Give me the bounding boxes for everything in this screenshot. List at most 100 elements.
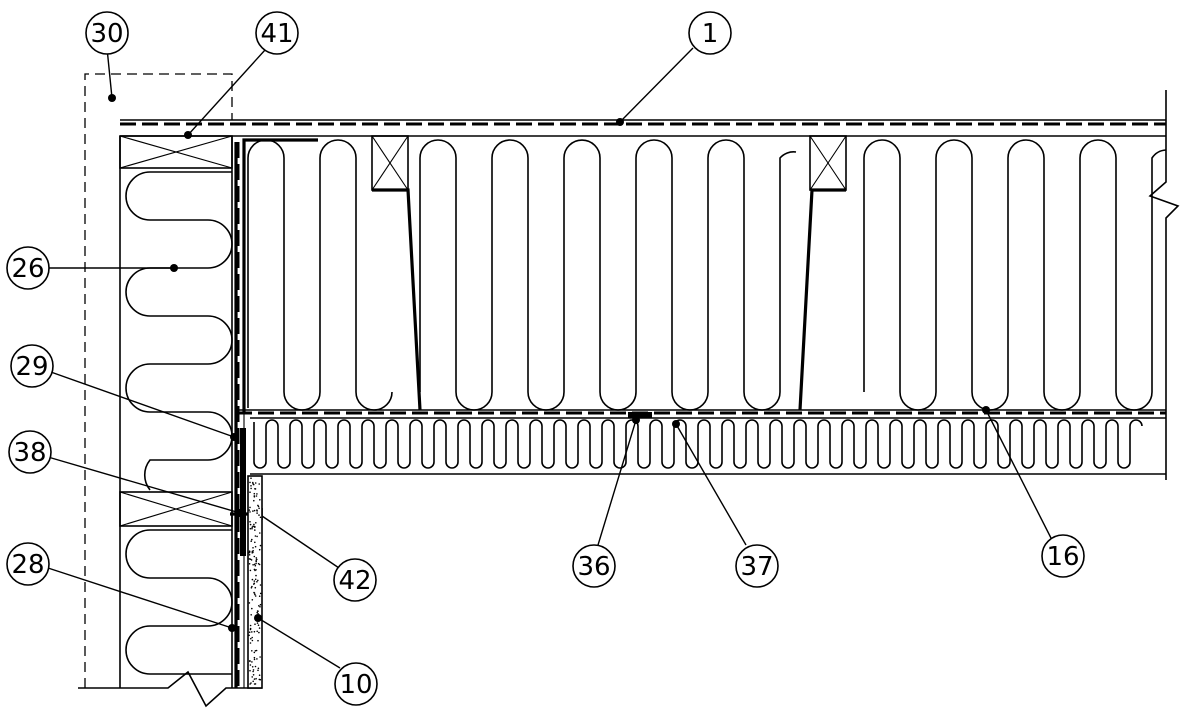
speckle-dot [248, 602, 251, 604]
speckle-dot [258, 674, 261, 676]
speckle-dot [251, 666, 254, 668]
speckle-dot [253, 555, 256, 558]
speckle-dot [259, 544, 262, 547]
speckle-dot [252, 483, 255, 486]
speckle-dot [251, 650, 253, 652]
speckle-dot [250, 637, 252, 640]
speckle-dot [251, 552, 253, 554]
speckle-dot [258, 631, 260, 634]
speckle-dot [250, 540, 252, 542]
speckle-dot [255, 557, 258, 559]
speckle-dot [255, 562, 257, 565]
svg-text:38: 38 [13, 438, 46, 468]
speckle-dot [252, 680, 254, 683]
speckle-dot [253, 499, 255, 502]
speckle-dot [259, 603, 262, 606]
speckle-dot [258, 605, 260, 607]
speckle-dot [256, 630, 259, 633]
speckle-dot [253, 563, 256, 566]
wall-batt-insulation [125, 171, 233, 491]
speckle-dot [257, 579, 259, 582]
speckle-dot [259, 516, 262, 519]
speckle-dot [253, 583, 255, 585]
callout-37: 37 [735, 544, 779, 588]
svg-text:41: 41 [260, 19, 293, 49]
speckle-dot [253, 656, 256, 659]
speckle-dot [258, 483, 261, 485]
flashing [242, 138, 318, 412]
speckle-dot [253, 526, 256, 528]
speckle-dot [249, 511, 251, 513]
speckle-dot [252, 670, 254, 673]
speckle-dot [258, 548, 261, 551]
svg-text:28: 28 [11, 550, 44, 580]
speckle-dot [254, 595, 257, 597]
speckle-dot [255, 574, 257, 577]
callout-42: 42 [333, 558, 377, 602]
speckle-dot [249, 558, 252, 560]
speckle-dot [249, 664, 252, 666]
speckle-dot [253, 651, 256, 654]
speckle-dot [259, 606, 261, 608]
wall-blocking [119, 491, 233, 527]
callouts: 1 30 41 26 29 38 28 42 [6, 11, 1085, 706]
svg-text:26: 26 [11, 254, 44, 284]
speckle-dot [249, 660, 251, 663]
speckle-dot [252, 564, 254, 566]
speckle-dot [256, 535, 258, 538]
speckle-dot [250, 487, 252, 490]
speckle-dot [259, 532, 261, 534]
sealant-strip [240, 428, 246, 556]
speckle-dot [253, 492, 256, 495]
speckle-dot [255, 522, 257, 524]
speckle-dot [257, 639, 259, 642]
callout-10: 10 [334, 662, 378, 706]
speckle-dot [258, 627, 261, 629]
speckle-dot [251, 631, 253, 633]
speckle-dot [248, 631, 251, 633]
speckle-dot [249, 523, 252, 526]
speckle-dot [251, 585, 253, 588]
speckle-dot [248, 634, 250, 637]
speckle-dot [251, 607, 253, 610]
roof-break-line [1148, 90, 1180, 480]
speckle-dot [252, 481, 254, 484]
svg-text:10: 10 [339, 670, 372, 700]
speckle-dot [259, 499, 261, 501]
speckle-dot [251, 578, 254, 581]
speckle-dot [254, 586, 257, 589]
svg-text:30: 30 [90, 19, 123, 49]
callout-1: 1 [688, 11, 732, 55]
speckle-dot [256, 658, 258, 660]
svg-text:36: 36 [577, 552, 610, 582]
speckle-dot [257, 505, 260, 508]
speckle-dot [249, 627, 252, 630]
speckle-dot [251, 538, 253, 541]
speckle-dot [249, 569, 252, 572]
callout-29: 29 [10, 344, 54, 388]
speckle-dot [251, 661, 253, 663]
speckle-dot [249, 521, 251, 523]
speckle-dot [251, 527, 253, 530]
speckle-dot [259, 584, 262, 586]
speckle-dot [255, 649, 258, 652]
dashed-outline-30 [84, 73, 233, 688]
speckle-dot [249, 624, 252, 627]
speckle-dot [250, 485, 252, 487]
gypsum-board-texture [248, 477, 262, 685]
speckle-dot [249, 481, 251, 484]
callout-30: 30 [85, 11, 129, 55]
speckle-dot [249, 683, 251, 685]
svg-text:29: 29 [15, 352, 48, 382]
speckle-dot [255, 495, 258, 497]
speckle-dot [248, 550, 251, 552]
speckle-dot [253, 658, 256, 661]
speckle-dot [254, 650, 257, 652]
speckle-dot [256, 493, 258, 495]
callout-38: 38 [8, 430, 52, 474]
speckle-dot [251, 636, 253, 639]
speckle-dot [254, 569, 256, 572]
speckle-dot [254, 593, 256, 596]
svg-text:1: 1 [702, 19, 719, 49]
